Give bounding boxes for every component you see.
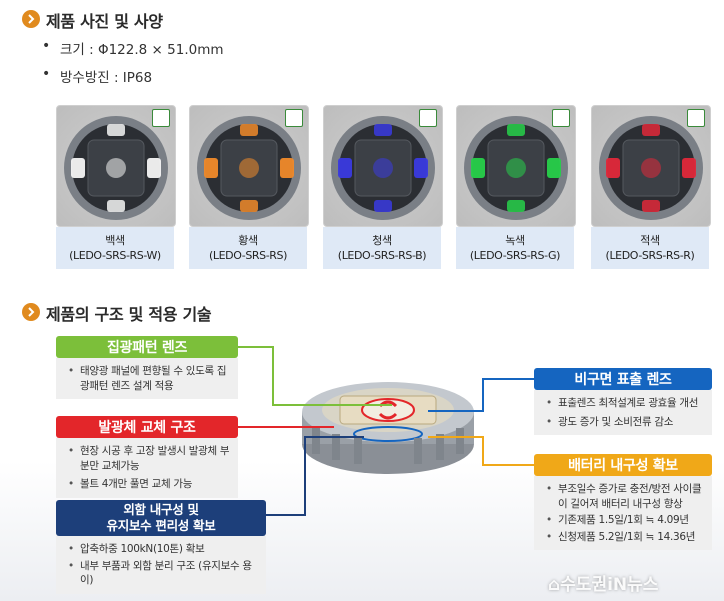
- stud-icon: [331, 116, 435, 220]
- connector-line: [272, 346, 274, 406]
- feature-body: 현장 시공 후 고장 발생시 발광체 부분만 교체가능 볼트 4개만 풀면 교체…: [56, 438, 238, 498]
- feature-item: 현장 시공 후 고장 발생시 발광체 부분만 교체가능: [68, 444, 230, 473]
- feature-item: 내부 부품과 외함 분리 구조 (유지보수 용이): [68, 559, 258, 588]
- product-color-name: 백색: [105, 234, 125, 247]
- stud-icon: [64, 116, 168, 220]
- product-photo: [323, 105, 443, 227]
- feature-title: 비구면 표출 렌즈: [534, 368, 712, 390]
- spec-size: 크기 : Φ122.8 × 51.0mm: [60, 42, 224, 58]
- product-photo: [456, 105, 576, 227]
- feature-emitter: 발광체 교체 구조 현장 시공 후 고장 발생시 발광체 부분만 교체가능 볼트…: [56, 416, 238, 498]
- feature-durability: 외함 내구성 및 유지보수 편리성 확보 압축하중 100kN(10톤) 확보 …: [56, 500, 266, 594]
- feature-body: 압축하중 100kN(10톤) 확보 내부 부품과 외함 분리 구조 (유지보수…: [56, 536, 266, 594]
- section1-title: 제품 사진 및 사양: [46, 12, 163, 31]
- certification-badge-icon: [285, 109, 303, 127]
- product-caption: 녹색 (LEDO-SRS-RS-G): [456, 227, 574, 269]
- product-card: 녹색 (LEDO-SRS-RS-G): [456, 105, 576, 269]
- connector-line: [304, 436, 364, 438]
- feature-item: 부조일수 증가로 충전/방전 사이클이 길어져 배터리 내구성 향상: [546, 482, 704, 511]
- product-color-name: 황색: [238, 234, 258, 247]
- certification-badge-icon: [152, 109, 170, 127]
- feature-item: 광도 증가 및 소비전류 감소: [546, 415, 704, 430]
- feature-title: 배터리 내구성 확보: [534, 454, 712, 476]
- bullet-dot: •: [42, 38, 51, 54]
- product-card: 청색 (LEDO-SRS-RS-B): [323, 105, 443, 269]
- feature-body: 표출렌즈 최적설계로 광효율 개선 광도 증가 및 소비전류 감소: [534, 390, 712, 435]
- product-card: 적색 (LEDO-SRS-RS-R): [591, 105, 711, 269]
- feature-battery: 배터리 내구성 확보 부조일수 증가로 충전/방전 사이클이 길어져 배터리 내…: [534, 454, 712, 550]
- spec-ip-rating: 방수방진 : IP68: [60, 70, 153, 86]
- connector-line: [482, 378, 534, 380]
- product-color-name: 청색: [372, 234, 392, 247]
- feature-solar-lens: 집광패턴 렌즈 태양광 패널에 편향될 수 있도록 집광패턴 렌즈 설계 적용: [56, 336, 238, 399]
- connector-line: [222, 346, 274, 348]
- product-card: 백색 (LEDO-SRS-RS-W): [56, 105, 176, 269]
- home-icon: ⌂: [548, 575, 561, 595]
- feature-aspheric-lens: 비구면 표출 렌즈 표출렌즈 최적설계로 광효율 개선 광도 증가 및 소비전류…: [534, 368, 712, 435]
- product-card: 황색 (LEDO-SRS-RS): [189, 105, 309, 269]
- connector-line: [428, 410, 484, 412]
- feature-item: 신청제품 5.2일/1회 ≒ 14.36년: [546, 530, 704, 545]
- connector-line: [428, 436, 484, 438]
- product-caption: 황색 (LEDO-SRS-RS): [189, 227, 307, 269]
- section2-title: 제품의 구조 및 적용 기술: [46, 305, 212, 324]
- stud-icon: [599, 116, 703, 220]
- connector-line: [236, 426, 334, 428]
- product-caption: 청색 (LEDO-SRS-RS-B): [323, 227, 441, 269]
- product-color-name: 녹색: [505, 234, 525, 247]
- section-chevron-icon: [22, 303, 40, 321]
- feature-body: 태양광 패널에 편향될 수 있도록 집광패턴 렌즈 설계 적용: [56, 358, 238, 399]
- feature-body: 부조일수 증가로 충전/방전 사이클이 길어져 배터리 내구성 향상 기존제품 …: [534, 476, 712, 550]
- product-model: (LEDO-SRS-RS-B): [337, 249, 427, 262]
- stud-icon: [197, 116, 301, 220]
- certification-badge-icon: [552, 109, 570, 127]
- connector-line: [482, 378, 484, 412]
- feature-title-line1: 외함 내구성 및: [123, 502, 199, 517]
- feature-item: 압축하중 100kN(10톤) 확보: [68, 542, 258, 557]
- product-caption: 적색 (LEDO-SRS-RS-R): [591, 227, 709, 269]
- feature-title-line2: 유지보수 편리성 확보: [106, 518, 216, 533]
- stud-icon: [464, 116, 568, 220]
- feature-item: 볼트 4개만 풀면 교체 가능: [68, 477, 230, 492]
- product-3d-render: [302, 382, 474, 474]
- feature-title: 집광패턴 렌즈: [56, 336, 238, 358]
- section-chevron-icon: [22, 10, 40, 28]
- certification-badge-icon: [687, 109, 705, 127]
- connector-line: [482, 436, 484, 466]
- product-model: (LEDO-SRS-RS-W): [69, 249, 161, 262]
- product-model: (LEDO-SRS-RS-G): [469, 249, 561, 262]
- bullet-dot: •: [42, 66, 51, 82]
- feature-item: 태양광 패널에 편향될 수 있도록 집광패턴 렌즈 설계 적용: [68, 364, 230, 393]
- watermark-text: ⌂수도권iN뉴스: [548, 575, 659, 595]
- product-model: (LEDO-SRS-RS-R): [605, 249, 695, 262]
- connector-line: [482, 464, 534, 466]
- product-photo: [189, 105, 309, 227]
- feature-title: 외함 내구성 및 유지보수 편리성 확보: [56, 500, 266, 536]
- product-caption: 백색 (LEDO-SRS-RS-W): [56, 227, 174, 269]
- product-color-name: 적색: [640, 234, 660, 247]
- feature-item: 표출렌즈 최적설계로 광효율 개선: [546, 396, 704, 411]
- feature-item: 기존제품 1.5일/1회 ≒ 4.09년: [546, 513, 704, 528]
- connector-line: [266, 514, 306, 516]
- connector-line: [272, 404, 392, 406]
- product-model: (LEDO-SRS-RS): [208, 249, 288, 262]
- feature-title: 발광체 교체 구조: [56, 416, 238, 438]
- connector-line: [304, 436, 306, 516]
- certification-badge-icon: [419, 109, 437, 127]
